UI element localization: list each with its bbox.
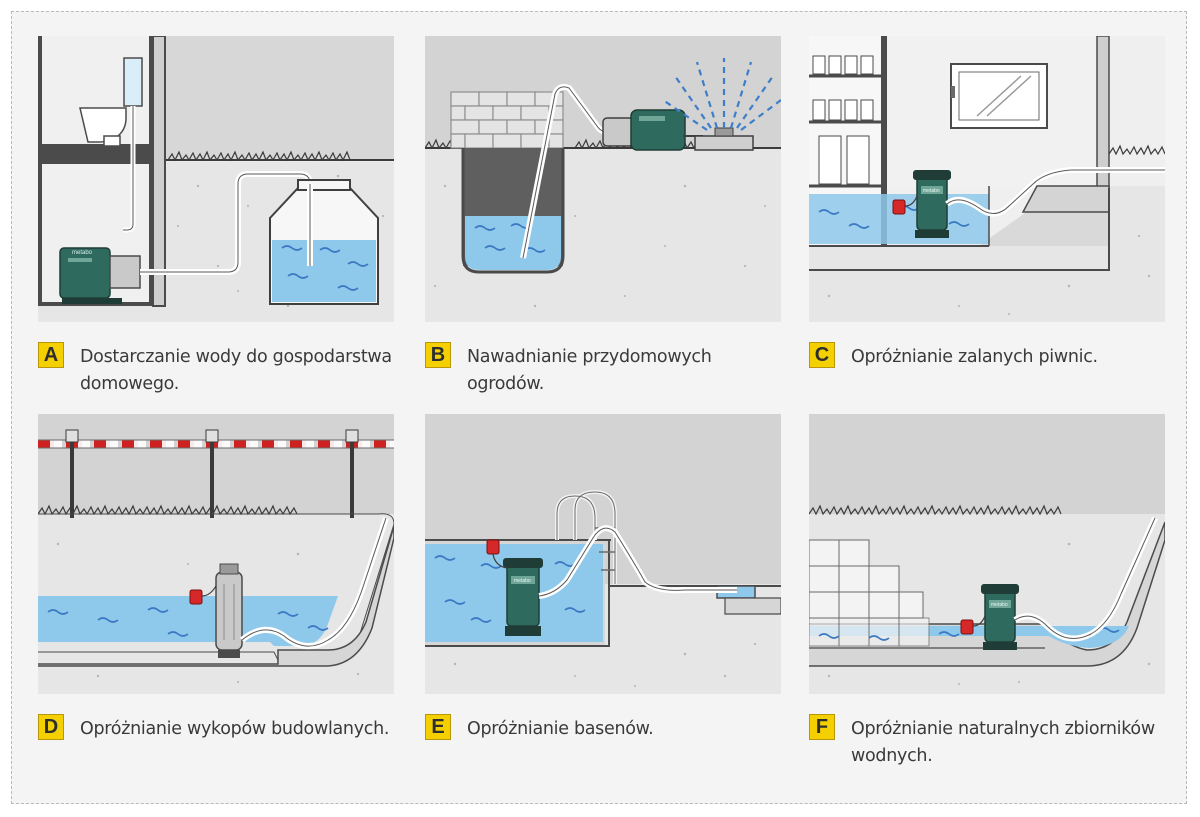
panel-d-illustration [38,414,394,694]
panel-f-illustration: metabo [809,414,1165,694]
panel-c-illustration: metabo [809,36,1165,322]
caption-text-d: Opróżnianie wykopów budowlanych. [80,719,390,739]
label-badge-a: A [38,342,64,368]
svg-text:metabo: metabo [991,602,1008,608]
caption-text-f: Opróżnianie naturalnych zbiorników wodny… [851,719,1155,766]
label-badge-b: B [425,342,451,368]
panel-b-illustration [425,36,781,322]
label-badge-f: F [809,714,835,740]
label-badge-e: E [425,714,451,740]
panel-a-illustration: metabo [38,36,394,322]
label-badge-c: C [809,342,835,368]
caption-text-e: Opróżnianie basenów. [467,719,654,739]
svg-text:metabo: metabo [514,578,531,584]
svg-text:metabo: metabo [923,188,940,194]
label-badge-d: D [38,714,64,740]
panel-e-illustration: metabo [425,414,781,694]
caption-text-c: Opróżnianie zalanych piwnic. [851,347,1098,367]
svg-text:metabo: metabo [72,250,93,256]
caption-text-a: Dostarczanie wody do gospodarstwa domowe… [80,347,392,394]
caption-text-b: Nawadnianie przydomowych ogrodów. [467,347,712,394]
